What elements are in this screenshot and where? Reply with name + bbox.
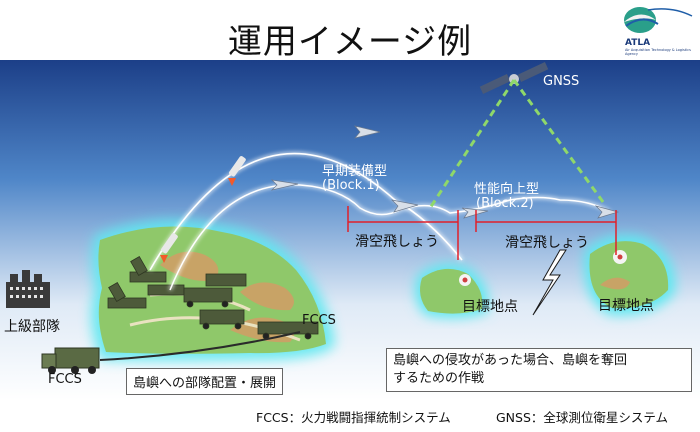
fccs-island-label: FCCS	[302, 313, 336, 328]
gnss-link-2	[512, 79, 608, 207]
logo-subtext: Air Acquisition Technology & Logistics A…	[625, 48, 691, 56]
glide-range-markers	[347, 206, 617, 260]
operation-scene	[0, 60, 700, 400]
trajectory-block1-line	[149, 152, 463, 271]
purpose-line-1: 島嶼への侵攻があった場合、島嶼を奪回	[393, 353, 628, 368]
booster-rockets	[160, 156, 246, 263]
page-title: 運用イメージ例	[227, 22, 473, 62]
ground-fccs-vehicle	[41, 347, 100, 374]
purpose-line-2: するための作戦	[393, 371, 485, 386]
launcher-vehicles	[107, 256, 319, 340]
target-label-1: 目標地点	[462, 299, 518, 315]
block2-label: (Block.2)	[476, 196, 534, 211]
footer-gnss-definition: GNSS：全球測位衛星システム	[496, 410, 669, 425]
gnss-label: GNSS	[543, 74, 580, 89]
improved-type-label: 性能向上型	[474, 182, 540, 197]
glide-label-1: 滑空飛しょう	[355, 234, 439, 250]
deploy-box: 島嶼への部隊配置・展開	[126, 368, 284, 395]
glide-vehicle-block1	[354, 125, 419, 213]
block1-label: (Block.1)	[322, 178, 380, 193]
glide-vehicle-block2	[270, 179, 620, 219]
target-island-2	[584, 234, 676, 316]
gnss-link-1	[428, 79, 516, 209]
lightning-icon	[532, 249, 567, 316]
fccs-ground-label: FCCS	[48, 372, 82, 387]
hq-building-icon	[6, 270, 50, 308]
purpose-box: 島嶼への侵攻があった場合、島嶼を奪回 するための作戦	[386, 348, 692, 392]
logo-name: ATLA	[625, 38, 651, 48]
early-type-label: 早期装備型	[322, 164, 388, 179]
hq-label: 上級部隊	[4, 319, 60, 335]
target-label-2: 目標地点	[598, 298, 654, 314]
atla-logo	[624, 7, 693, 33]
target-island-1	[415, 263, 489, 318]
glide-label-2: 滑空飛しょう	[505, 235, 589, 251]
command-link	[99, 331, 301, 361]
footer-fccs-definition: FCCS：火力戦闘指揮統制システム	[256, 410, 451, 425]
